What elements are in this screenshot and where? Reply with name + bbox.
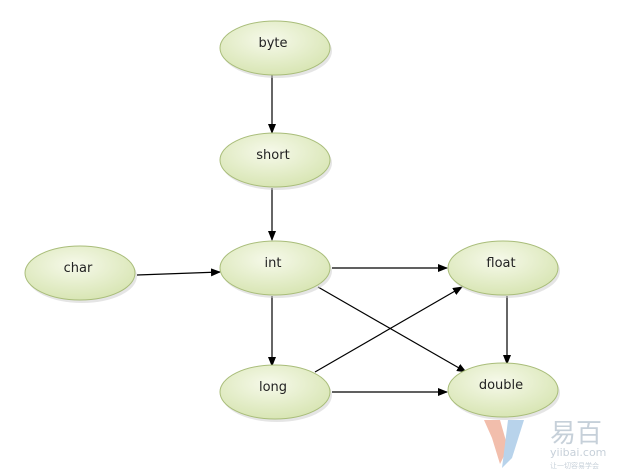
svg-text:易百: 易百 bbox=[550, 419, 602, 449]
node-ellipse bbox=[447, 240, 559, 296]
node-byte: byte bbox=[219, 20, 332, 78]
node-ellipse bbox=[219, 132, 331, 188]
node-float: float bbox=[447, 240, 560, 298]
node-label: short bbox=[256, 148, 289, 163]
node-label: long bbox=[259, 380, 287, 395]
edge-long-to-float bbox=[314, 286, 463, 373]
node-int: int bbox=[219, 240, 332, 298]
yiibai-watermark-logo: 易百 yiibai.com 让一切容易学会 bbox=[478, 408, 628, 472]
node-double: double bbox=[447, 362, 560, 420]
svg-text:让一切容易学会: 让一切容易学会 bbox=[550, 461, 599, 470]
node-ellipse bbox=[447, 362, 559, 418]
node-label: double bbox=[479, 378, 523, 393]
node-long: long bbox=[219, 364, 332, 422]
node-char: char bbox=[24, 245, 137, 303]
node-label: int bbox=[265, 256, 282, 271]
node-ellipse bbox=[219, 20, 331, 76]
edge-char-to-int bbox=[136, 268, 221, 277]
node-label: char bbox=[64, 261, 93, 276]
edge-int-to-double bbox=[317, 286, 467, 373]
node-ellipse bbox=[219, 240, 331, 296]
node-short: short bbox=[219, 132, 332, 190]
node-ellipse bbox=[219, 364, 331, 420]
node-label: float bbox=[486, 256, 515, 271]
node-label: byte bbox=[258, 36, 287, 51]
node-ellipse bbox=[24, 245, 136, 301]
svg-text:yiibai.com: yiibai.com bbox=[550, 446, 606, 459]
